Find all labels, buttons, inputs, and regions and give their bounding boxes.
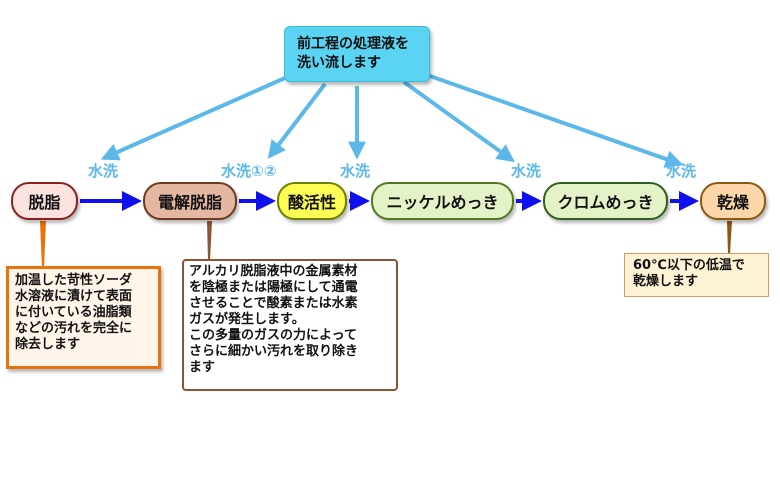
rinse-label-3: 水洗 <box>340 162 371 180</box>
rinse-arrow-4 <box>402 80 515 163</box>
step-electrolytic-degreasing: 電解脱脂 <box>143 182 237 220</box>
note-degreasing: 加温した苛性ソーダ 水溶液に漬けて表面 に付いている油脂類 などの汚れを完全に … <box>6 266 161 369</box>
rinse-label-1: 水洗 <box>88 162 119 180</box>
rinse-source-line-1: 前工程の処理液を <box>297 36 409 52</box>
rinse-arrow-1 <box>100 76 286 161</box>
note-electrolytic-degreasing: アルカリ脱脂液中の金属素材 を陰極または陽極にして通電 させることで酸素または水… <box>182 259 398 391</box>
step-chrome-plating: クロムめっき <box>543 182 668 220</box>
step-degreasing: 脱脂 <box>11 182 78 220</box>
rinse-arrow-2 <box>267 82 327 159</box>
rinse-label-5: 水洗 <box>666 162 697 180</box>
step-drying: 乾燥 <box>700 182 766 220</box>
callout-pointer-dassi <box>40 221 46 268</box>
callout-pointer-kanso <box>727 221 732 254</box>
rinse-arrow-5 <box>429 74 684 168</box>
rinse-label-2: 水洗①② <box>221 162 277 180</box>
step-acid-activation: 酸活性 <box>277 182 347 220</box>
rinse-source-line-2: 洗い流します <box>297 55 381 71</box>
step-nickel-plating: ニッケルめっき <box>371 182 514 220</box>
callout-pointer-denkai <box>207 221 212 261</box>
rinse-source-box: 前工程の処理液を 洗い流します <box>284 26 430 82</box>
rinse-label-4: 水洗 <box>511 162 542 180</box>
note-drying: 60℃以下の低温で 乾燥します <box>624 253 769 297</box>
